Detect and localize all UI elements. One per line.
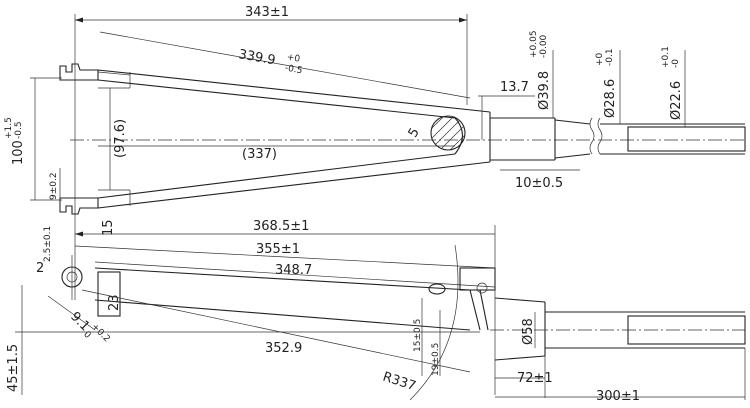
dim-axle-tol-plus: +1.5	[4, 117, 14, 139]
dim-inner-width: (97.6)	[113, 119, 128, 158]
dim-blade-tol-minus: -0.5	[284, 63, 303, 76]
dim-28-6-tol-plus: +0	[595, 52, 605, 66]
dim-blade-side: 352.9	[265, 341, 302, 356]
dim-crown-tol-minus: -0.00	[539, 34, 549, 58]
label-15: 15	[101, 219, 116, 236]
dim-339-line	[99, 31, 471, 99]
blade-lower-inner	[97, 153, 456, 199]
dim-dropout-9: 9±0.2	[49, 172, 59, 200]
dim-to-crown: 355±1	[256, 242, 300, 257]
dim-radius-r337: R337	[381, 370, 418, 395]
dim-crown-diameter: Ø39.8	[537, 71, 552, 110]
dim-28-6-tol-minus: -0.1	[605, 48, 615, 66]
dropout-bottom	[59, 197, 99, 215]
steerer-top	[554, 119, 591, 125]
dim-axle-width: 100	[11, 140, 26, 165]
dim-dropout-thk: 2.5±0.1	[43, 226, 53, 262]
dim-22-6-tol-minus: -0	[671, 59, 681, 68]
side-view: 368.5±1 355±1 348.7 23 15 2.5±0.1 2 9.1 …	[6, 215, 746, 404]
blade-lower-outer	[97, 161, 491, 209]
dim-overall-side: 368.5±1	[253, 219, 309, 234]
steerer-side-top	[494, 297, 546, 303]
dim-blade-top: 339.9	[237, 47, 276, 68]
dim-radius-5: 5	[406, 126, 423, 141]
dim-axle-tol-minus: -0.5	[14, 121, 24, 139]
blade-upper-inner	[97, 79, 456, 119]
dropout-top	[59, 63, 99, 81]
dim-13-7: 13.7	[500, 80, 529, 95]
dim-overall-top: 343±1	[245, 5, 289, 20]
dim-steerer-28-6: Ø28.6	[603, 79, 618, 118]
dim-22-6-tol-plus: +0.1	[661, 46, 671, 68]
steerer-tube-top	[627, 126, 746, 152]
dim-steerer-22-6: Ø22.6	[669, 81, 684, 120]
dim-steerer-len: 300±1	[596, 389, 640, 404]
blade-upper-tip	[97, 71, 131, 76]
dim-15: 15±0.5	[413, 319, 423, 352]
blade-upper-outer	[97, 69, 491, 113]
crown-top	[454, 117, 464, 155]
dim-inner-length: (337)	[242, 147, 277, 162]
dim-58: Ø58	[521, 318, 536, 345]
dim-rake: 45±1.5	[6, 344, 21, 392]
dim-19: 19±0.5	[431, 343, 441, 376]
dim-crown-offset: 10±0.5	[515, 176, 563, 191]
dim-blade-tol-plus: +0	[286, 53, 301, 65]
blade-side-upper	[94, 267, 471, 291]
dim-race-len: 72±1	[517, 371, 553, 386]
blade-side-lower	[94, 299, 471, 331]
dim-23: 23	[107, 294, 122, 311]
dim-dropout-r: 2	[36, 261, 44, 276]
crown-hole	[430, 115, 466, 151]
top-view: 343±1 339.9 +0 -0.5	[4, 5, 746, 215]
dim-crown-tol-plus: +0.05	[529, 30, 539, 58]
dim-slot-tol-minus: 0	[81, 330, 92, 341]
dim-inner-side: 348.7	[275, 263, 312, 278]
